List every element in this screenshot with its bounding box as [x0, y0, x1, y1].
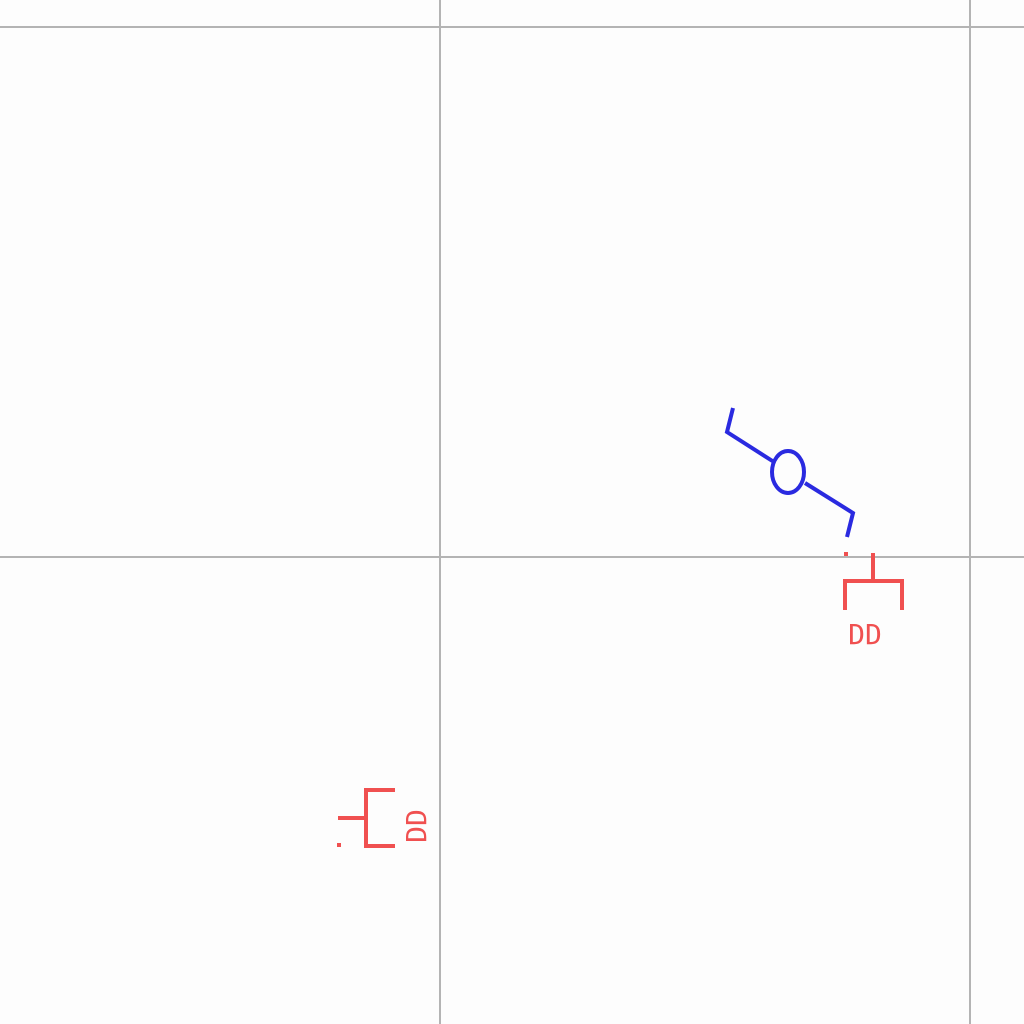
swivel-left-arm	[724, 407, 776, 464]
dd-down-label: DD	[848, 618, 882, 651]
dd-right-bracket-icon	[338, 788, 395, 848]
dd-symbol-down[interactable]: DD	[843, 552, 904, 651]
dd-down-bracket-icon	[843, 553, 904, 610]
swivel-circle-icon	[770, 449, 806, 495]
swivel-right-arm	[803, 481, 856, 538]
dd-right-label: DD	[400, 809, 433, 843]
swivel-link-symbol[interactable]	[724, 407, 856, 538]
dd-symbol-right[interactable]: DD	[337, 788, 433, 848]
